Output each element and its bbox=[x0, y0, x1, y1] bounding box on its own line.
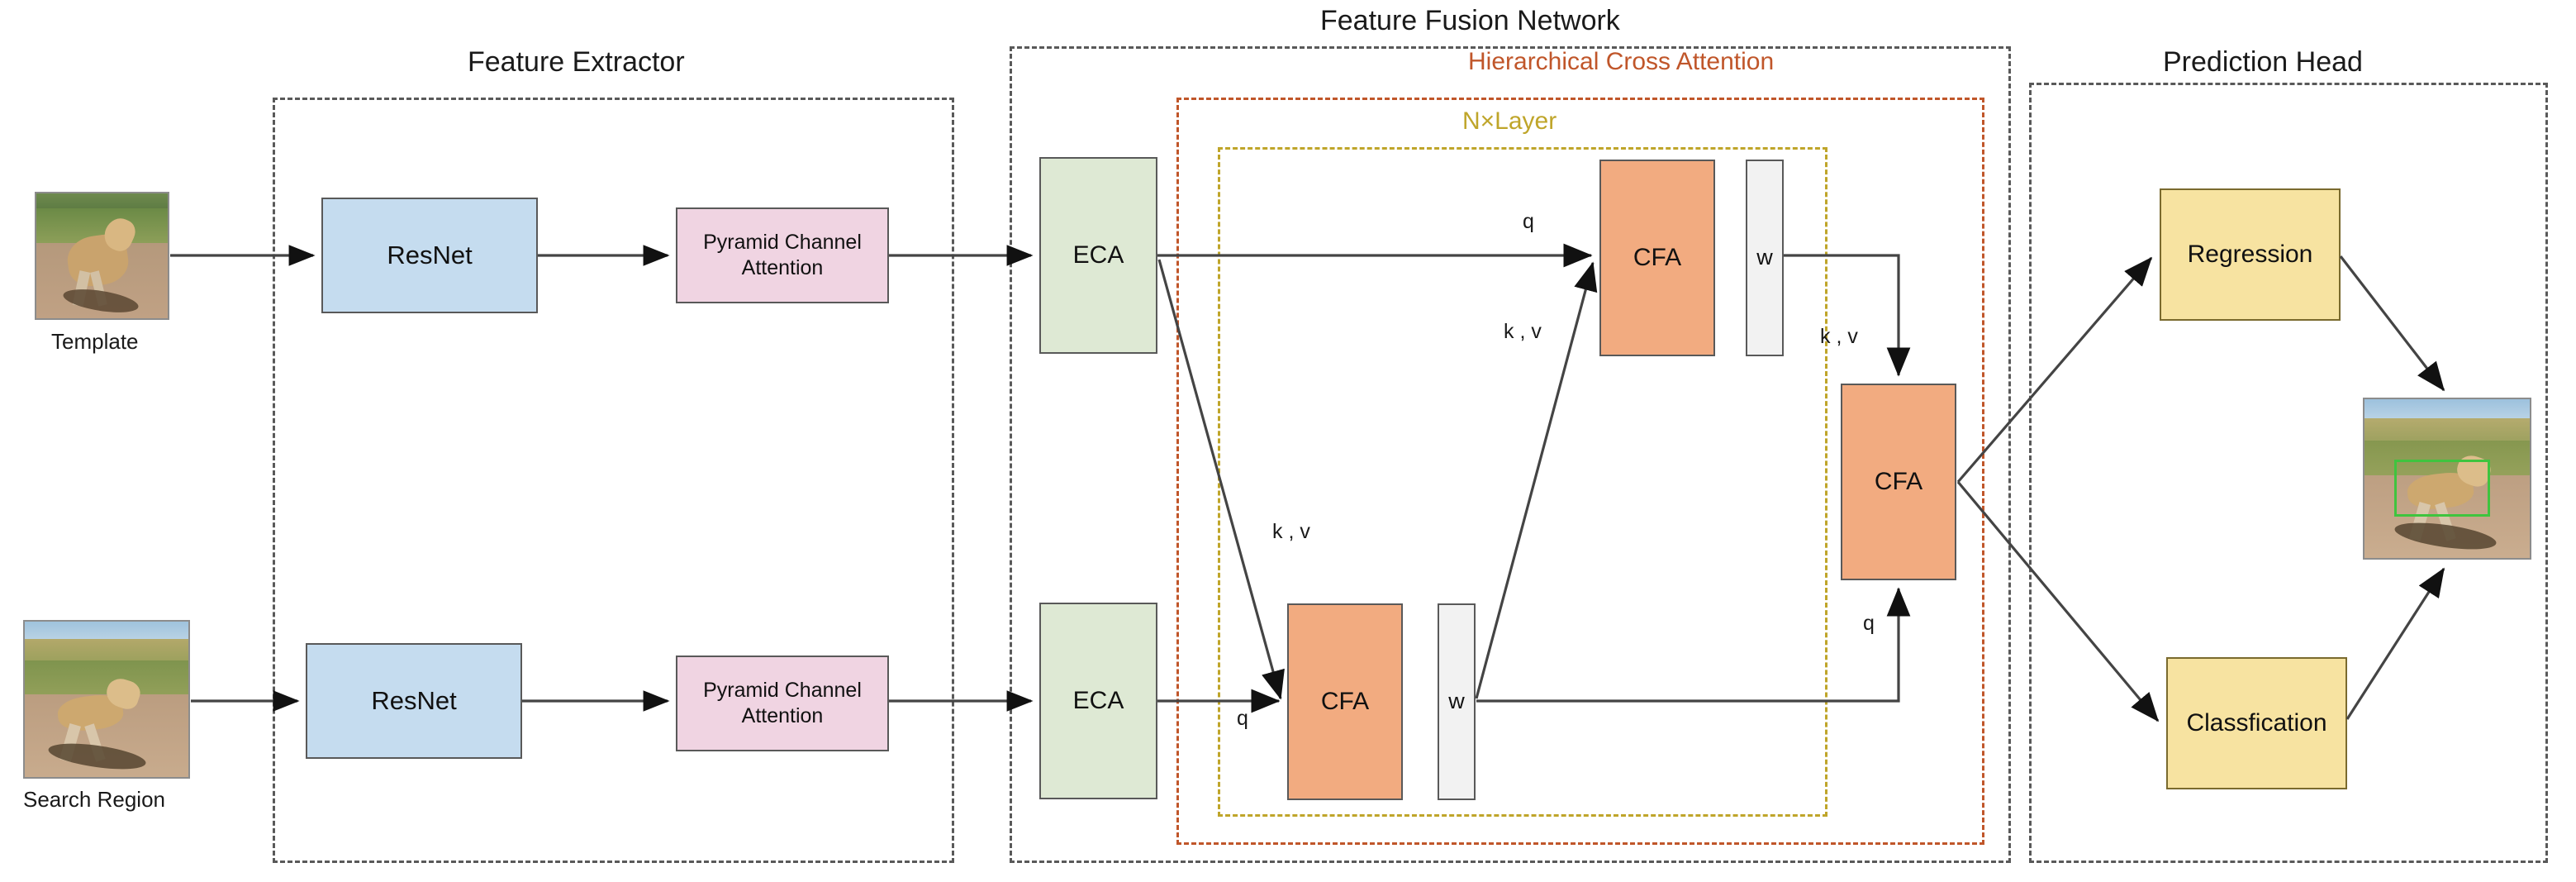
template-caption: Template bbox=[51, 329, 139, 354]
search-region-caption: Search Region bbox=[23, 787, 165, 812]
group-title-feature-fusion-network: Feature Fusion Network bbox=[1320, 5, 1620, 36]
group-box-feature-extractor bbox=[273, 98, 954, 863]
edge-label-q-right: q bbox=[1863, 612, 1875, 635]
bounding-box bbox=[2394, 459, 2490, 517]
edge-label-kv-right: k , v bbox=[1820, 325, 1858, 348]
block-regression[interactable]: Regression bbox=[2160, 188, 2341, 321]
edge-label-q-bottom: q bbox=[1237, 707, 1248, 730]
edge-label-q-top: q bbox=[1523, 210, 1534, 233]
block-resnet-top[interactable]: ResNet bbox=[321, 198, 538, 313]
block-pyramid-channel-attention-bottom[interactable]: Pyramid Channel Attention bbox=[676, 656, 889, 751]
group-title-prediction-head: Prediction Head bbox=[2163, 46, 2363, 78]
block-cfa-bottom[interactable]: CFA bbox=[1287, 603, 1403, 800]
block-classification[interactable]: Classfication bbox=[2166, 657, 2347, 789]
group-title-n-layer: N×Layer bbox=[1462, 107, 1557, 135]
tracking-output-image bbox=[2363, 398, 2531, 560]
edge-label-kv-bottom: k , v bbox=[1272, 520, 1310, 543]
block-eca-top[interactable]: ECA bbox=[1039, 157, 1157, 354]
block-pyramid-channel-attention-top[interactable]: Pyramid Channel Attention bbox=[676, 207, 889, 303]
group-title-hierarchical-cross-attention: Hierarchical Cross Attention bbox=[1468, 48, 1775, 75]
edge-label-kv-top: k , v bbox=[1504, 320, 1542, 343]
block-w-bottom[interactable]: w bbox=[1438, 603, 1476, 800]
block-cfa-top[interactable]: CFA bbox=[1599, 160, 1715, 356]
template-image bbox=[35, 192, 169, 320]
block-eca-bottom[interactable]: ECA bbox=[1039, 603, 1157, 799]
group-title-feature-extractor: Feature Extractor bbox=[468, 46, 685, 78]
block-w-top[interactable]: w bbox=[1746, 160, 1784, 356]
block-cfa-right[interactable]: CFA bbox=[1841, 384, 1956, 580]
block-resnet-bottom[interactable]: ResNet bbox=[306, 643, 522, 759]
search-region-image bbox=[23, 620, 190, 779]
